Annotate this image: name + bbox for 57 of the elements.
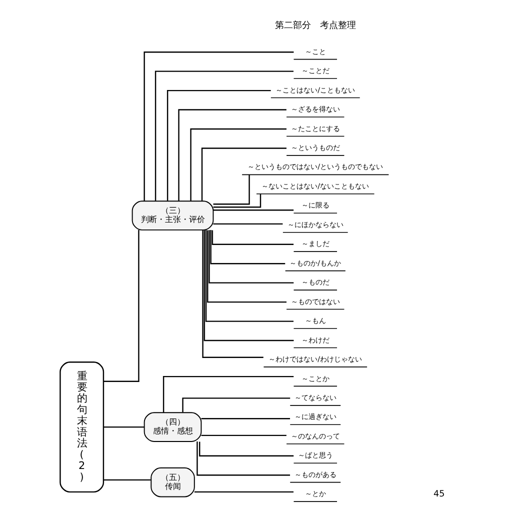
node-text: ～に限る	[300, 200, 329, 210]
node-box: （五） 传闻	[150, 467, 194, 498]
connector	[200, 418, 290, 420]
connector	[203, 230, 294, 342]
connector	[208, 230, 294, 284]
node-text: ～というものではない/というものでもない	[247, 162, 383, 172]
connector	[194, 491, 294, 493]
node-text: ～とか	[304, 489, 326, 498]
connector	[198, 442, 294, 456]
connector	[206, 230, 286, 303]
connector	[178, 109, 286, 202]
connector	[103, 426, 144, 428]
connector	[182, 398, 290, 412]
connector	[162, 376, 294, 412]
node-text: ～ことだ	[300, 66, 329, 76]
node-text: ～ものがある	[294, 470, 336, 479]
node-text: ～ものではない	[290, 296, 340, 306]
node-text: ～わけではない/わけじゃない	[268, 354, 362, 364]
connector	[190, 128, 286, 201]
node-text: ～というものだ	[290, 143, 340, 152]
node-text: ～わけだ	[300, 335, 329, 344]
connector	[103, 479, 150, 481]
connector	[211, 230, 294, 245]
node-text: ～のなんのって	[290, 431, 340, 440]
connector	[103, 230, 139, 382]
connector	[212, 174, 250, 205]
node-text: ～もん	[304, 316, 326, 326]
node-box: （三） 判断・主张・评价	[131, 200, 214, 230]
connector	[200, 148, 286, 201]
node-text: ～にほかならない	[286, 220, 343, 229]
node-text: ～たことにする	[290, 124, 340, 133]
node-text: ～こと	[304, 46, 326, 56]
node-text: ～ものだ	[300, 278, 329, 287]
connector	[166, 90, 270, 201]
connector	[200, 434, 286, 436]
connector	[196, 441, 290, 476]
connector	[212, 194, 261, 208]
node-text: ～てならない	[294, 392, 336, 402]
connector	[210, 230, 285, 264]
node-text: ～ないことはない/ないこともない	[261, 181, 369, 190]
node-text: ～ことか	[300, 374, 329, 383]
connector	[204, 230, 294, 322]
connector	[143, 52, 294, 202]
connector	[154, 70, 293, 201]
node-text: ～ことはない/こともない	[275, 85, 355, 94]
node-text: ～ざるを得ない	[290, 104, 340, 114]
connector	[212, 210, 294, 211]
node-box: 重要的句末语法(2)	[59, 362, 104, 493]
connector	[212, 223, 282, 225]
node-text: ～ばと思う	[297, 450, 332, 460]
node-text: ～ものか/もんか	[289, 258, 341, 268]
label: 第二部分 考点整理	[274, 20, 356, 31]
node-box: （四） 感情・感想	[143, 412, 202, 442]
node-text: ～ましだ	[300, 239, 329, 248]
label: 45	[433, 490, 444, 500]
connector	[202, 230, 263, 358]
node-text: ～に過ぎない	[294, 412, 336, 422]
